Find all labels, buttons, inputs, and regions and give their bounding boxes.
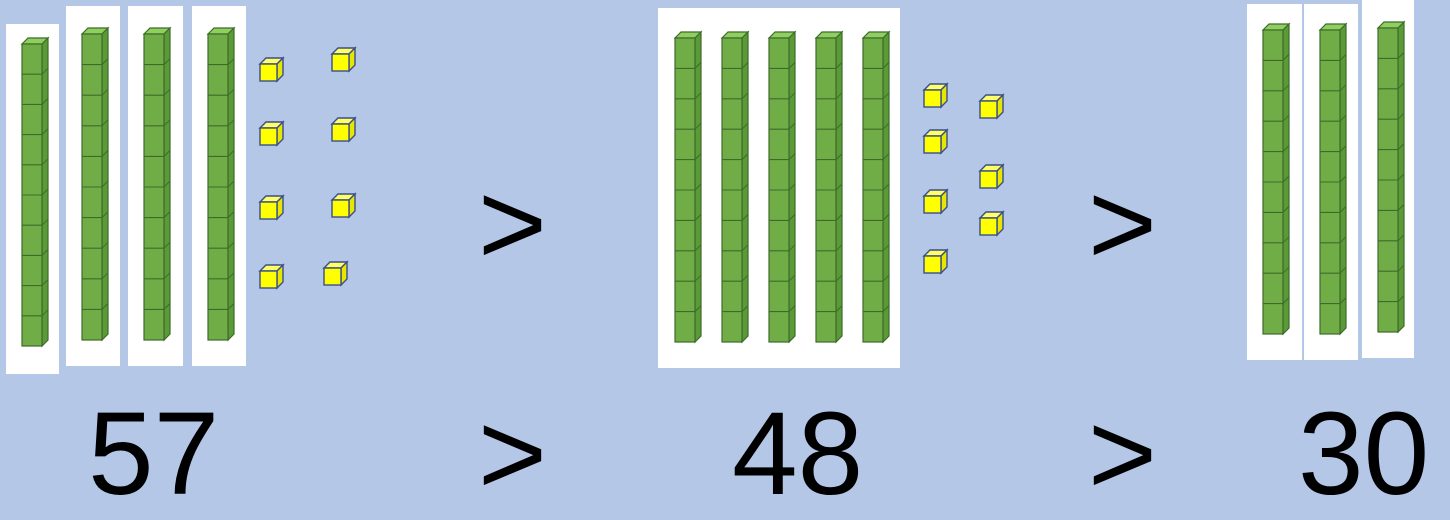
greater-than-symbol-2: >	[1088, 158, 1157, 290]
unit-cube	[922, 128, 949, 155]
lower-greater-than-1: >	[478, 388, 547, 520]
unit-cubes	[258, 46, 1005, 290]
tens-rod	[767, 30, 797, 344]
unit-cube	[258, 56, 285, 83]
greater-than-symbol-1: >	[478, 158, 547, 290]
unit-cube	[922, 248, 949, 275]
unit-cube	[978, 163, 1005, 190]
tens-rod	[673, 30, 703, 344]
tens-rod	[142, 26, 172, 342]
unit-cube	[258, 263, 285, 290]
tens-rod	[814, 30, 844, 344]
tens-rod	[720, 30, 750, 344]
unit-cube	[922, 82, 949, 109]
number-48: 48	[732, 388, 864, 520]
unit-cube	[330, 192, 357, 219]
lower-greater-than-2: >	[1088, 388, 1157, 520]
unit-cube	[922, 188, 949, 215]
number-30: 30	[1298, 388, 1430, 520]
tens-rods	[20, 20, 1406, 348]
tens-rod	[1376, 20, 1406, 334]
unit-cube	[258, 194, 285, 221]
unit-cube	[330, 116, 357, 143]
tens-rod	[20, 36, 50, 348]
unit-cube	[258, 120, 285, 147]
number-57: 57	[88, 388, 220, 520]
tens-rod	[1318, 22, 1348, 336]
unit-cube	[330, 46, 357, 73]
unit-cube	[978, 210, 1005, 237]
tens-rod	[861, 30, 891, 344]
tens-rod	[1261, 22, 1291, 336]
unit-cube	[322, 260, 349, 287]
tens-rod	[80, 26, 110, 342]
tens-rod	[206, 26, 236, 342]
unit-cube	[978, 93, 1005, 120]
